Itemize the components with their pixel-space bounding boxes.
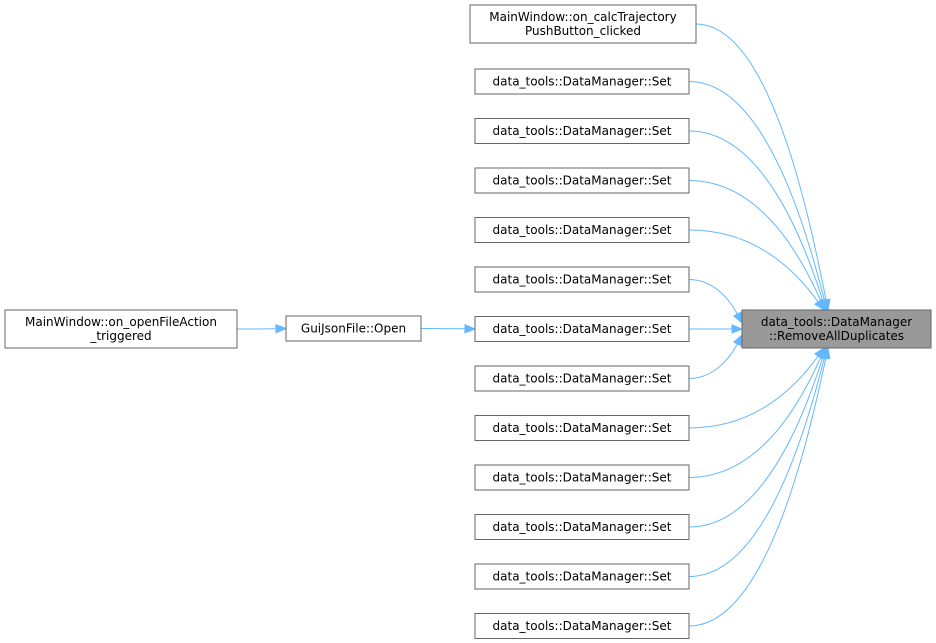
node-box bbox=[474, 563, 690, 590]
node-set2[interactable]: data_tools::DataManager::Set bbox=[474, 118, 690, 144]
node-label: MainWindow::on_calcTrajectory bbox=[489, 10, 676, 24]
node-label: _triggered bbox=[89, 329, 151, 343]
edge-set1-to-target bbox=[688, 81, 829, 312]
node-label: GuiJsonFile::Open bbox=[301, 322, 406, 336]
node-box bbox=[474, 118, 690, 144]
node-set10[interactable]: data_tools::DataManager::Set bbox=[474, 514, 690, 540]
edge-set6-to-target bbox=[689, 324, 744, 334]
node-label: data_tools::DataManager::Set bbox=[493, 471, 672, 485]
node-target: data_tools::DataManager::RemoveAllDuplic… bbox=[741, 309, 932, 349]
edge-set9-to-target bbox=[688, 346, 826, 478]
edge-line bbox=[688, 81, 825, 301]
node-label: data_tools::DataManager::Set bbox=[493, 421, 672, 435]
edge-line bbox=[688, 130, 824, 301]
nodes-layer: MainWindow::on_openFileAction_triggered G… bbox=[4, 4, 932, 639]
node-set8[interactable]: data_tools::DataManager::Set bbox=[474, 415, 690, 441]
node-on_open[interactable]: MainWindow::on_openFileAction_triggered bbox=[4, 309, 238, 349]
edge-line bbox=[688, 180, 822, 302]
edge-on_open-to-gui_open bbox=[236, 323, 288, 334]
node-box bbox=[474, 464, 690, 491]
arrow-head bbox=[464, 324, 477, 334]
edge-set8-to-target bbox=[688, 346, 825, 429]
arrow-head bbox=[821, 346, 831, 360]
edge-line bbox=[695, 23, 827, 301]
node-label: data_tools::DataManager::Set bbox=[493, 124, 672, 138]
edge-line bbox=[688, 357, 827, 627]
node-box bbox=[474, 167, 690, 194]
edge-line bbox=[688, 279, 738, 315]
node-label: ::RemoveAllDuplicates bbox=[769, 329, 904, 343]
node-box bbox=[741, 309, 932, 349]
edge-line bbox=[688, 357, 824, 528]
node-label: data_tools::DataManager::Set bbox=[493, 520, 672, 534]
node-label: data_tools::DataManager::Set bbox=[493, 372, 672, 386]
edge-set7-to-target bbox=[688, 333, 743, 379]
node-box bbox=[474, 415, 690, 441]
edge-gui_open-to-set6 bbox=[420, 324, 477, 334]
edge-set11-to-target bbox=[688, 346, 829, 577]
arrow-head bbox=[732, 311, 743, 325]
edge-set2-to-target bbox=[688, 130, 828, 312]
node-box bbox=[474, 365, 690, 392]
node-set1[interactable]: data_tools::DataManager::Set bbox=[474, 68, 690, 95]
node-set4[interactable]: data_tools::DataManager::Set bbox=[474, 217, 690, 243]
edges-layer bbox=[236, 23, 831, 627]
node-label: data_tools::DataManager bbox=[761, 315, 912, 329]
edge-line bbox=[688, 355, 819, 429]
node-box bbox=[285, 315, 422, 342]
node-box bbox=[474, 217, 690, 243]
edge-line bbox=[688, 229, 819, 303]
node-set9[interactable]: data_tools::DataManager::Set bbox=[474, 464, 690, 491]
node-label: data_tools::DataManager::Set bbox=[493, 223, 672, 237]
edge-set12-to-target bbox=[688, 346, 831, 627]
edge-set10-to-target bbox=[688, 346, 828, 528]
node-box bbox=[474, 316, 690, 342]
edge-calc-to-target bbox=[695, 23, 831, 312]
node-box bbox=[474, 68, 690, 95]
node-label: PushButton_clicked bbox=[525, 24, 641, 38]
edge-set3-to-target bbox=[688, 180, 826, 312]
node-label: data_tools::DataManager::Set bbox=[493, 273, 672, 287]
edge-set4-to-target bbox=[688, 229, 825, 312]
edge-set5-to-target bbox=[688, 279, 743, 325]
node-set3[interactable]: data_tools::DataManager::Set bbox=[474, 167, 690, 194]
node-box bbox=[4, 309, 238, 349]
edge-line bbox=[688, 343, 738, 379]
node-label: data_tools::DataManager::Set bbox=[493, 619, 672, 633]
node-label: MainWindow::on_openFileAction bbox=[25, 315, 217, 329]
node-label: data_tools::DataManager::Set bbox=[493, 75, 672, 89]
node-set11[interactable]: data_tools::DataManager::Set bbox=[474, 563, 690, 590]
arrow-head bbox=[275, 323, 288, 334]
node-set12[interactable]: data_tools::DataManager::Set bbox=[474, 613, 690, 639]
arrow-head bbox=[732, 333, 743, 347]
node-box bbox=[469, 4, 697, 44]
node-set6[interactable]: data_tools::DataManager::Set bbox=[474, 316, 690, 342]
node-box bbox=[474, 514, 690, 540]
node-calc[interactable]: MainWindow::on_calcTrajectoryPushButton_… bbox=[469, 4, 697, 44]
node-label: data_tools::DataManager::Set bbox=[493, 570, 672, 584]
arrow-head bbox=[731, 324, 744, 334]
node-set7[interactable]: data_tools::DataManager::Set bbox=[474, 365, 690, 392]
arrow-head bbox=[814, 298, 825, 312]
edge-line bbox=[688, 357, 825, 577]
node-label: data_tools::DataManager::Set bbox=[493, 174, 672, 188]
node-set5[interactable]: data_tools::DataManager::Set bbox=[474, 266, 690, 293]
node-gui_open[interactable]: GuiJsonFile::Open bbox=[285, 315, 422, 342]
node-box bbox=[474, 266, 690, 293]
edge-line bbox=[688, 356, 822, 478]
node-label: data_tools::DataManager::Set bbox=[493, 322, 672, 336]
node-box bbox=[474, 613, 690, 639]
